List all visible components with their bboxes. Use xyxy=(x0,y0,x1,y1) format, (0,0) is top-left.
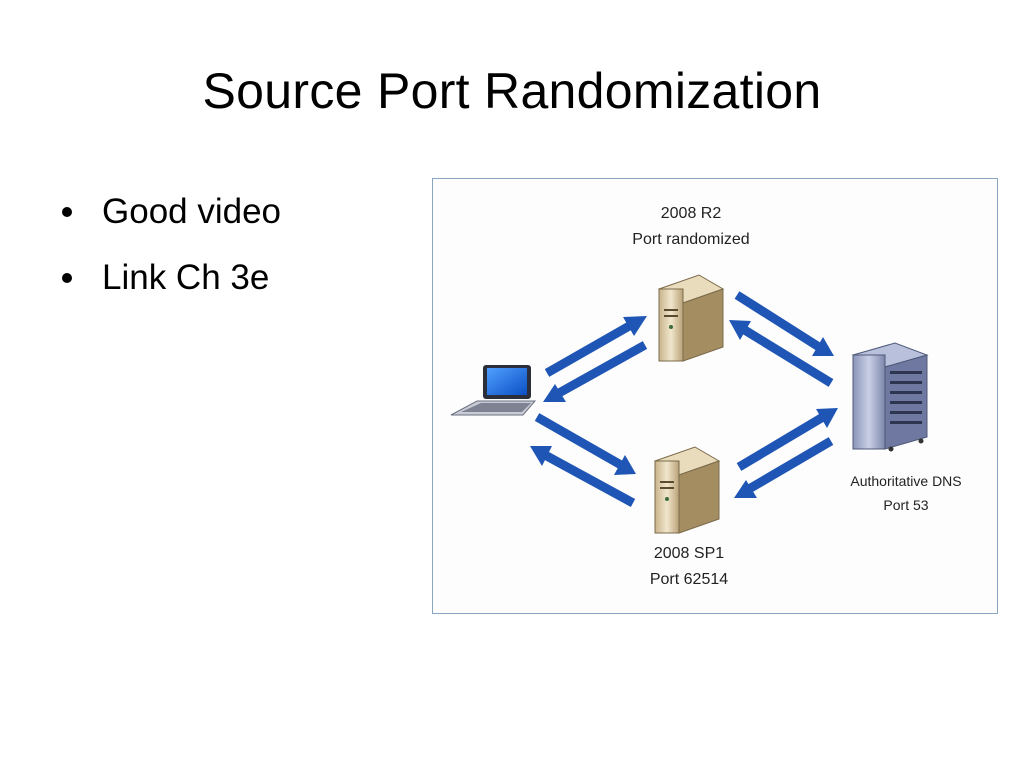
arrow-top-server-to-laptop xyxy=(543,341,648,402)
diagram-canvas xyxy=(450,274,929,534)
bullet-dot-icon xyxy=(62,207,72,217)
dns-server-port: Port 53 xyxy=(883,497,929,513)
arrow-laptop-to-bottom-server xyxy=(534,413,636,475)
top-server-port: Port randomized xyxy=(632,231,750,248)
arrow-bottom-server-to-dns xyxy=(736,408,838,471)
top-server-name: 2008 R2 xyxy=(660,205,722,222)
bullet-dot-icon xyxy=(62,273,72,283)
bullet-item: Link Ch 3e xyxy=(60,256,281,300)
bullet-text: Link Ch 3e xyxy=(102,258,270,297)
bottom-server-icon xyxy=(653,446,721,534)
bottom-server-port: Port 62514 xyxy=(649,571,729,588)
slide-title: Source Port Randomization xyxy=(202,63,822,119)
laptop-icon xyxy=(450,365,537,416)
bottom-server-label: 2008 SP1 Port 62514 xyxy=(599,541,779,593)
dns-server-label: Authoritative DNS Port 53 xyxy=(831,469,981,517)
dns-server-rack-icon xyxy=(851,342,929,452)
bottom-server-name: 2008 SP1 xyxy=(653,545,725,562)
arrow-dns-to-top-server xyxy=(729,320,834,387)
arrow-bottom-server-to-laptop xyxy=(530,446,636,507)
bullet-item: Good video xyxy=(60,190,281,234)
bullet-text: Good video xyxy=(102,192,282,231)
arrow-top-server-to-dns xyxy=(734,291,834,356)
top-server-label: 2008 R2 Port randomized xyxy=(601,201,781,253)
arrow-laptop-to-top-server xyxy=(544,316,647,377)
dns-server-name: Authoritative DNS xyxy=(850,473,962,489)
network-diagram: 2008 R2 Port randomized 2008 SP1 Port 62… xyxy=(432,178,998,614)
bullet-list: Good video Link Ch 3e xyxy=(60,190,281,322)
top-server-icon xyxy=(657,274,725,362)
arrow-dns-to-bottom-server xyxy=(734,437,834,498)
